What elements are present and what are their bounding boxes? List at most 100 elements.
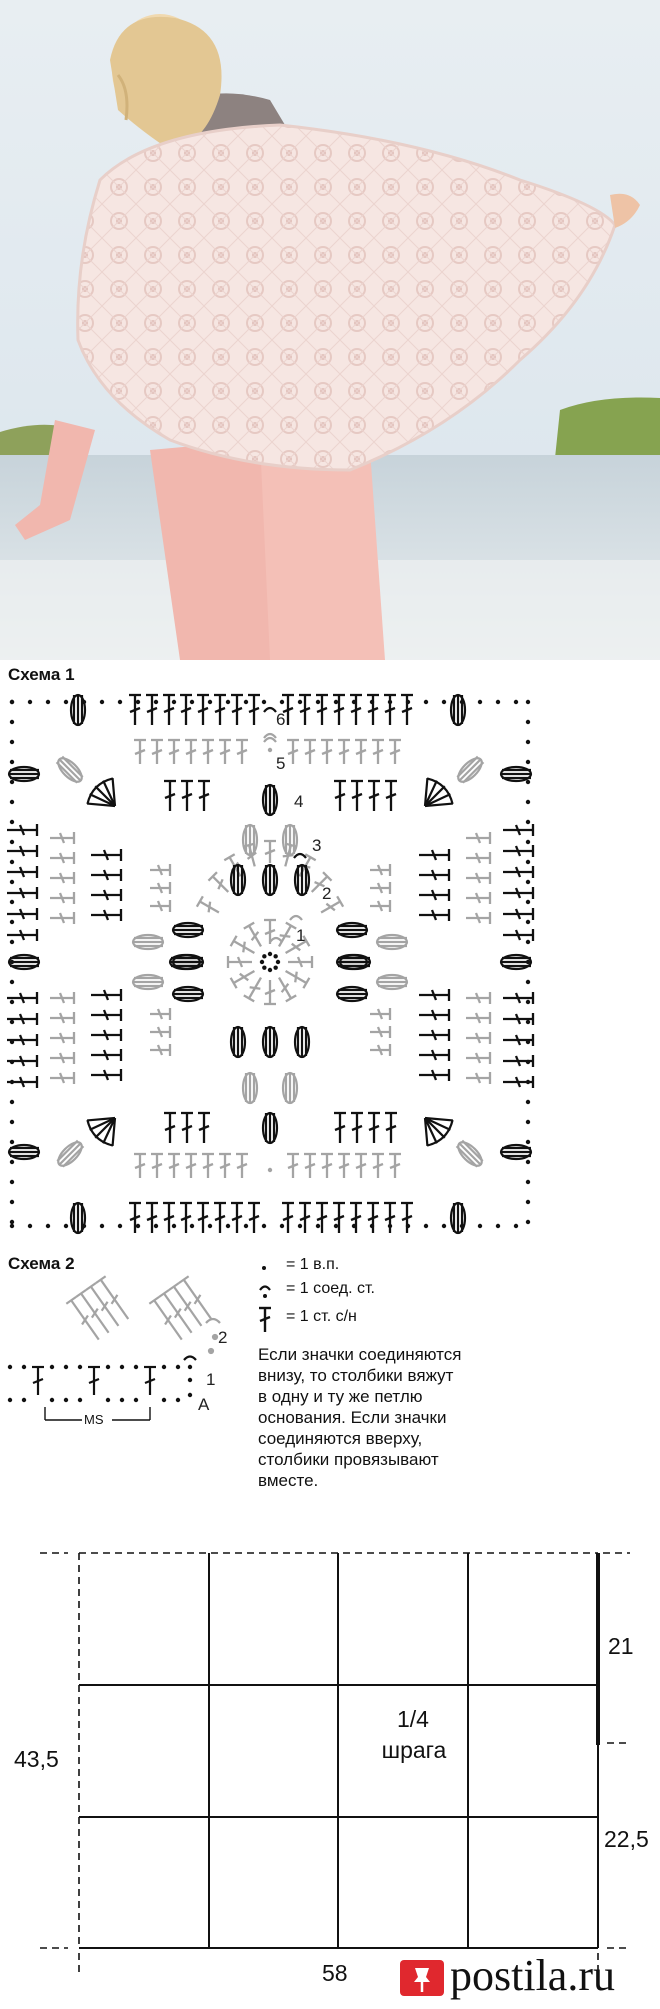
double-crochet-stitch <box>466 852 492 864</box>
dc-cluster-symbol <box>499 765 533 783</box>
double-crochet-stitch <box>50 872 76 884</box>
scheme1-row-5: 5 <box>276 754 286 773</box>
double-crochet-stitch <box>401 693 413 725</box>
double-crochet-stitch <box>150 1044 172 1056</box>
double-crochet-stitch <box>91 909 123 921</box>
chain-dot <box>525 739 531 745</box>
double-crochet-stitch <box>164 779 176 811</box>
chain-dot <box>525 1019 531 1025</box>
dc-cluster-symbol <box>499 953 533 971</box>
chain-dot <box>171 1223 177 1229</box>
chain-dot <box>9 1139 15 1145</box>
double-crochet-stitch <box>150 900 172 912</box>
double-crochet-stitch <box>50 1072 76 1084</box>
chain-dot <box>262 954 267 959</box>
chain-dot <box>117 699 123 705</box>
double-crochet-stitch <box>419 1049 451 1061</box>
double-crochet-stitch <box>168 738 180 764</box>
scheme2-row-2: 2 <box>218 1328 228 1347</box>
dc-cluster-symbol <box>171 953 205 971</box>
double-crochet-stitch <box>278 977 297 1003</box>
double-crochet-stitch <box>338 738 350 764</box>
chain-dot <box>259 959 265 965</box>
dc-cluster-symbol <box>171 921 205 939</box>
chain-dot <box>27 1223 33 1229</box>
double-crochet-stitch <box>503 845 535 857</box>
chain-dot <box>189 1223 195 1229</box>
chain-dot <box>135 699 141 705</box>
double-crochet-stitch <box>236 1152 248 1178</box>
double-crochet-stitch <box>419 1009 451 1021</box>
double-crochet-stitch <box>180 1201 192 1233</box>
legend-note: Если значки соединяются внизу, то столби… <box>258 1345 462 1490</box>
double-crochet-stitch <box>351 779 363 811</box>
double-crochet-stitch <box>50 1032 76 1044</box>
dc-cluster-symbol <box>499 1143 533 1161</box>
double-crochet-stitch <box>368 1111 380 1143</box>
chain-dot <box>9 1199 15 1205</box>
chain-dot <box>27 699 33 705</box>
double-crochet-stitch <box>503 1034 535 1046</box>
chain-dot <box>9 919 15 925</box>
model-wearing-shrug-image <box>0 0 660 660</box>
watermark-text: postila.ru <box>450 1951 615 2000</box>
chain-dot <box>9 1219 15 1225</box>
double-crochet-stitch <box>466 892 492 904</box>
legend-double-crochet-text: = 1 ст. с/н <box>286 1308 357 1325</box>
double-crochet-stitch <box>163 693 175 725</box>
double-crochet-stitch <box>350 693 362 725</box>
double-crochet-stitch <box>389 1152 401 1178</box>
double-crochet-stitch <box>503 866 535 878</box>
double-crochet-stitch <box>50 992 76 1004</box>
double-crochet-stitch <box>164 1111 176 1143</box>
chain-dot <box>9 1223 15 1229</box>
double-crochet-stitch <box>50 852 76 864</box>
dc-cluster-symbol <box>229 863 247 897</box>
chain-dot <box>525 1139 531 1145</box>
double-crochet-stitch <box>168 1152 180 1178</box>
double-crochet-stitch <box>372 738 384 764</box>
double-crochet-stitch <box>134 738 146 764</box>
double-crochet-stitch <box>334 779 346 811</box>
dc-cluster-symbol <box>281 1071 299 1105</box>
chain-dot <box>9 1119 15 1125</box>
scheme2-start-marker: A <box>198 1395 210 1414</box>
double-crochet-stitch <box>151 1152 163 1178</box>
dc-cluster-symbol <box>261 863 279 897</box>
double-crochet-stitch <box>50 832 76 844</box>
double-crochet-stitch <box>278 921 297 947</box>
dc-cluster-symbol <box>455 1139 484 1168</box>
chain-dot <box>525 1099 531 1105</box>
double-crochet-stitch <box>370 1026 392 1038</box>
double-crochet-stitch <box>333 693 345 725</box>
scheme1-row-4: 4 <box>294 792 304 811</box>
dc-cluster-symbol <box>229 1025 247 1059</box>
chain-dot <box>261 1223 267 1229</box>
double-crochet-stitch <box>350 1201 362 1233</box>
double-crochet-stitch <box>129 1201 141 1233</box>
double-crochet-stitch <box>370 900 392 912</box>
chain-dot <box>315 1223 321 1229</box>
double-crochet-stitch <box>91 1069 123 1081</box>
double-crochet-stitch <box>287 738 299 764</box>
double-crochet-stitch <box>7 992 39 1004</box>
double-crochet-stitch <box>321 738 333 764</box>
dc-cluster-symbol <box>261 1111 279 1145</box>
double-crochet-stitch <box>50 912 76 924</box>
schematic-pattern-diagram <box>40 1552 630 1975</box>
scheme1-row-1: 1 <box>296 926 306 945</box>
chain-dot <box>9 779 15 785</box>
double-crochet-stitch <box>304 738 316 764</box>
double-crochet-stitch <box>236 738 248 764</box>
dc-fan-symbol <box>423 777 454 808</box>
double-crochet-stitch <box>503 992 535 1004</box>
scheme2-repeat-label: MS <box>84 1412 104 1427</box>
double-crochet-stitch <box>7 1034 39 1046</box>
double-crochet-stitch <box>384 1201 396 1233</box>
double-crochet-stitch <box>370 864 392 876</box>
double-crochet-stitch <box>248 693 260 725</box>
chain-dot <box>525 819 531 825</box>
slip-stitch-arc <box>263 732 277 739</box>
chain-dot <box>243 1223 249 1229</box>
double-crochet-stitch <box>333 1201 345 1233</box>
